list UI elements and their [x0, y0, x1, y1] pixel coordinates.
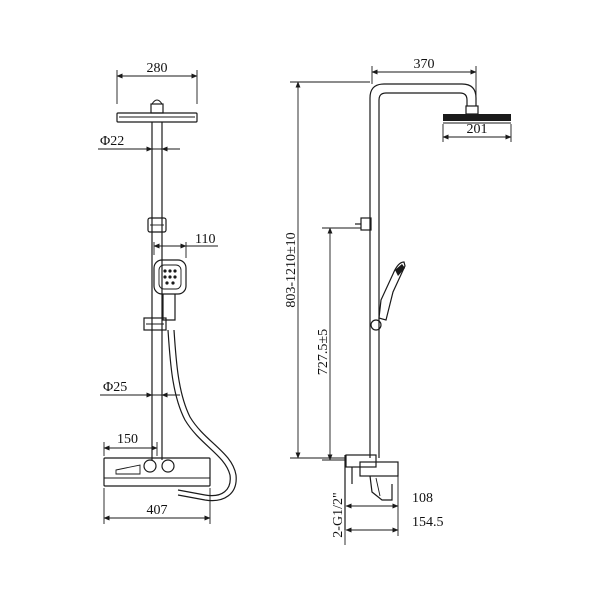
front-slider-bracket	[147, 217, 167, 233]
dim-label-110: 110	[195, 232, 215, 247]
dim-label-108: 108	[412, 491, 433, 506]
dim-label-phi22: Φ22	[100, 134, 124, 149]
dim-label-407: 407	[147, 503, 168, 518]
dim-head-diameter: 201	[442, 122, 512, 142]
front-thermostatic-shelf	[103, 457, 211, 487]
dim-pipe-lower-diameter: Φ25	[100, 380, 180, 398]
front-hand-shower	[153, 259, 187, 321]
dim-handshower-width: 110	[153, 232, 218, 258]
side-hand-shower	[370, 261, 406, 331]
dim-top-shower-width: 280	[116, 61, 198, 104]
dim-control-offset: 150	[103, 432, 158, 456]
front-view: 280 Φ22 110 Φ25 150	[98, 61, 237, 524]
dim-outlet-depth: 154.5	[345, 512, 444, 536]
front-shower-head	[116, 99, 198, 123]
side-view: 370 201 803-1210±10 727.5±5 2-G1/2"	[284, 57, 512, 545]
dim-label-phi25: Φ25	[103, 380, 127, 395]
dim-holder-height: 727.5±5	[316, 227, 361, 461]
dim-arm-reach: 370	[371, 57, 477, 104]
dim-label-150: 150	[117, 432, 138, 447]
front-vertical-pipe	[151, 122, 163, 460]
dim-label-total-height: 803-1210±10	[284, 232, 299, 307]
dim-label-370: 370	[414, 57, 435, 72]
dim-total-height: 803-1210±10	[284, 81, 370, 459]
dim-connection: 2-G1/2"	[331, 478, 346, 545]
dim-shelf-depth: 108	[345, 476, 433, 512]
front-hose	[167, 329, 237, 502]
side-mixer-body	[345, 454, 399, 501]
dim-shelf-width: 407	[103, 488, 211, 524]
side-bracket	[355, 217, 372, 231]
dim-label-280: 280	[147, 61, 168, 76]
dim-label-154-5: 154.5	[412, 515, 444, 530]
dim-pipe-upper-diameter: Φ22	[98, 134, 180, 152]
front-lower-holder	[143, 317, 167, 331]
side-riser-and-arm	[369, 83, 477, 458]
dim-label-connection: 2-G1/2"	[331, 492, 346, 537]
dim-label-201: 201	[467, 122, 488, 137]
dim-label-holder-height: 727.5±5	[316, 329, 331, 375]
side-shower-head	[443, 105, 511, 124]
